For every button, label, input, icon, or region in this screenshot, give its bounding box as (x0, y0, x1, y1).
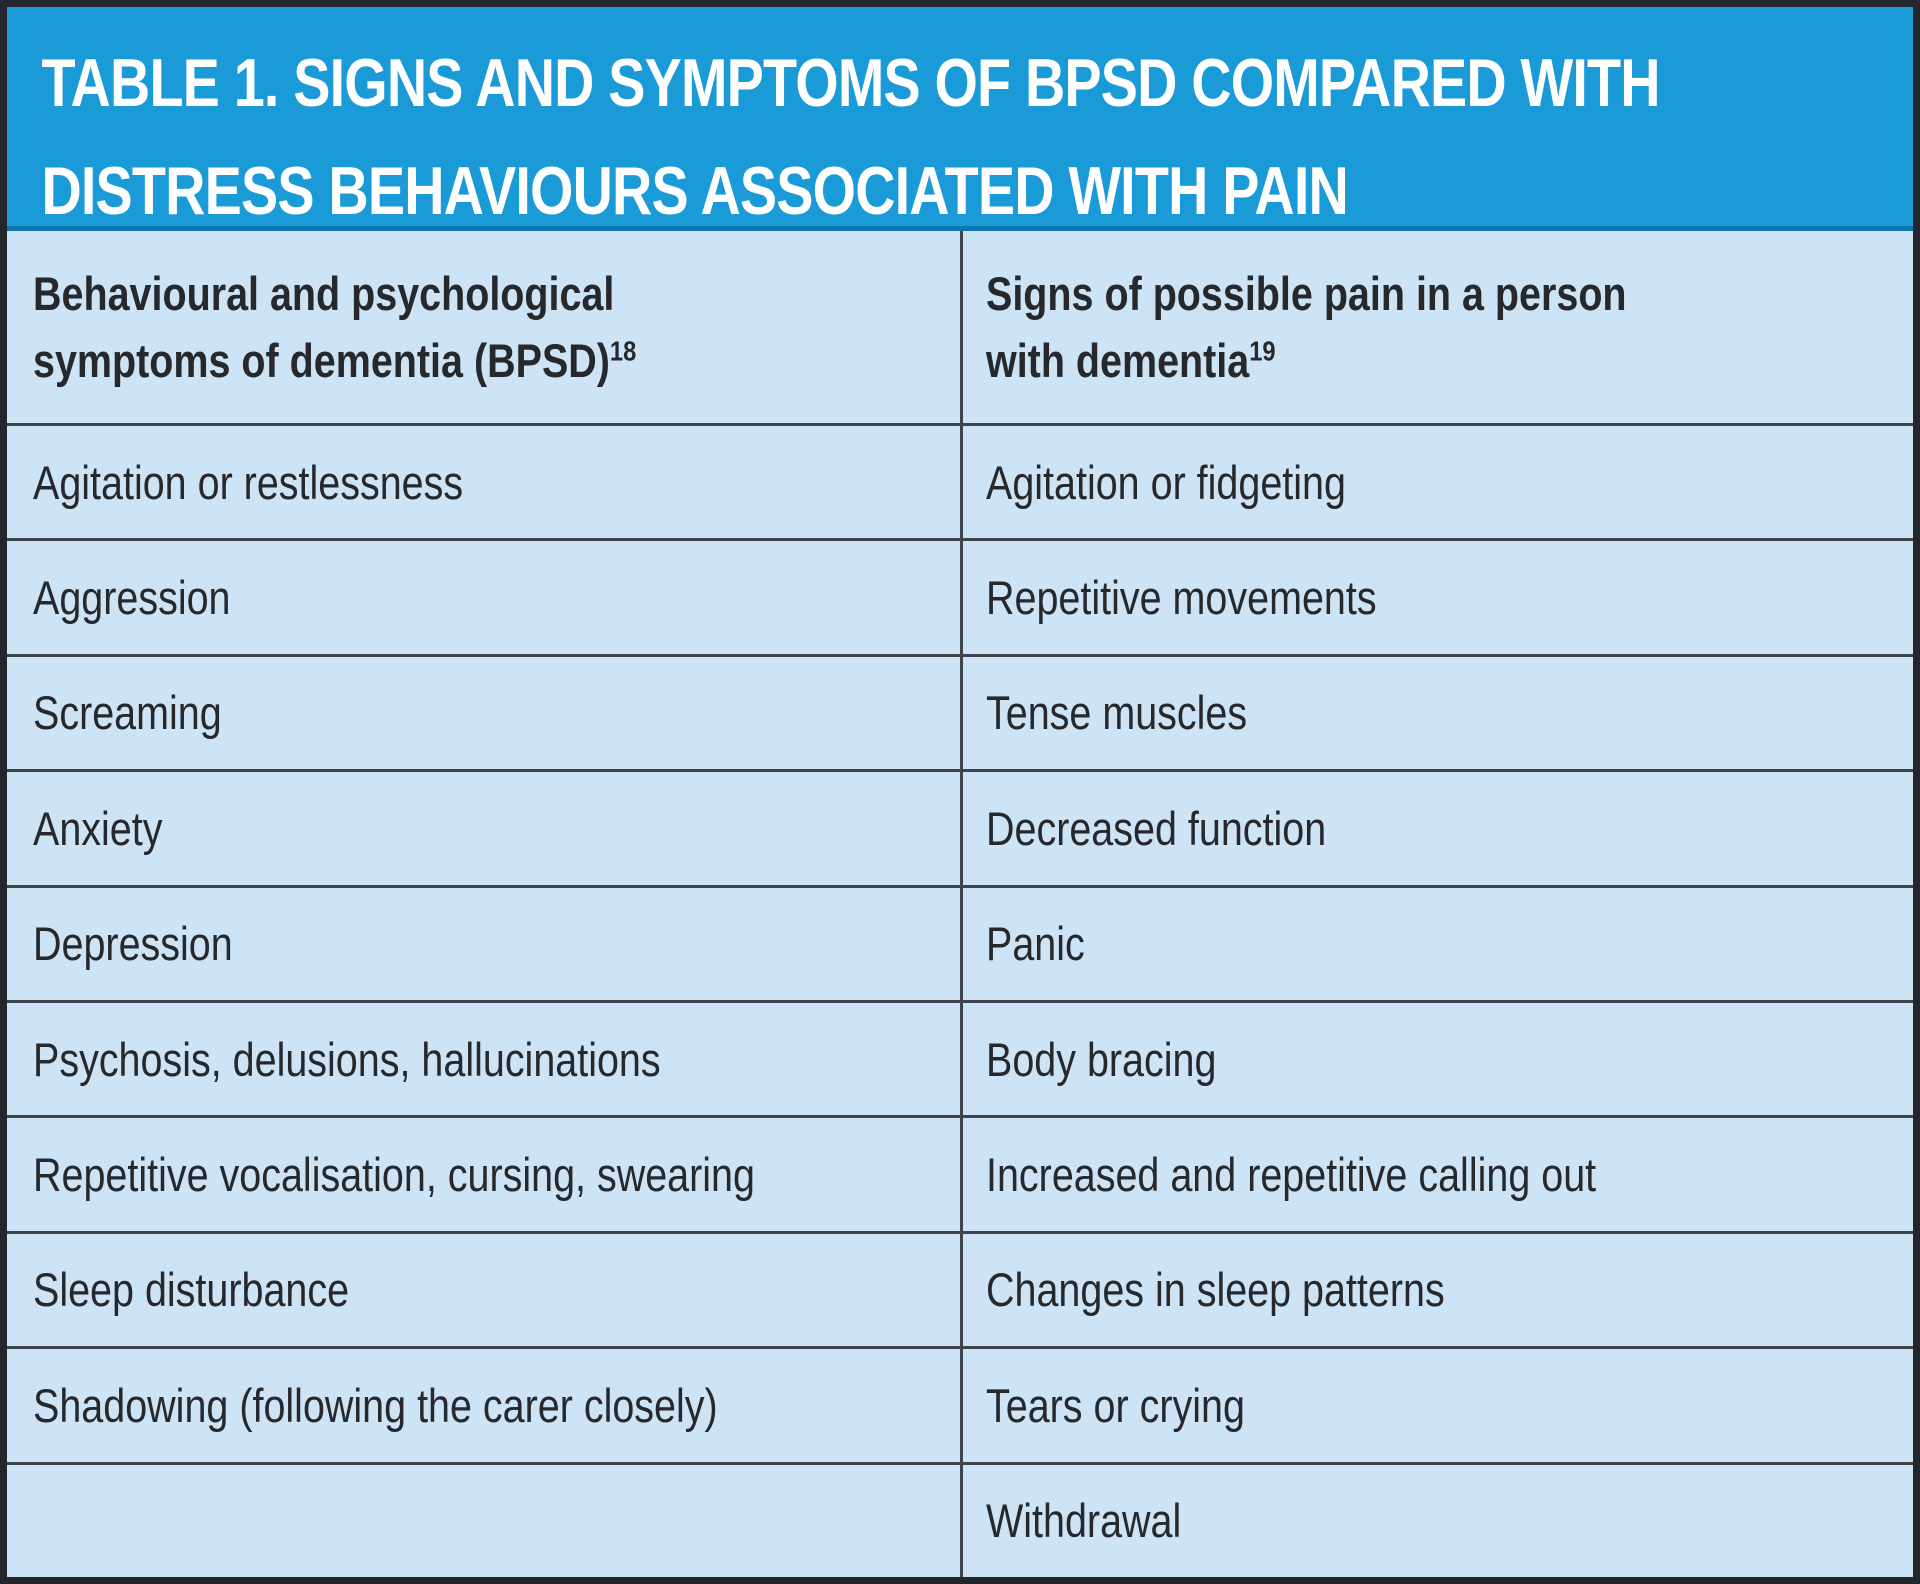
reference-superscript-19: 19 (1249, 334, 1276, 367)
table-row-8-bpsd-cell: Sleep disturbance (7, 1230, 960, 1347)
cell-text: Sleep disturbance (33, 1263, 350, 1317)
column-header-pain-line1: Signs of possible pain in a person (986, 267, 1627, 320)
column-header-pain: Signs of possible pain in a person with … (960, 231, 1913, 423)
table-row-3-pain-cell: Tense muscles (960, 653, 1913, 770)
table-title: TABLE 1. SIGNS AND SYMPTOMS OF BPSD COMP… (7, 7, 1660, 229)
column-header-bpsd-line2: symptoms of dementia (BPSD)18 (33, 334, 637, 387)
table-row-3-bpsd-cell: Screaming (7, 653, 960, 770)
cell-text: Body bracing (986, 1032, 1217, 1086)
table-row-5-pain-cell: Panic (960, 884, 1913, 1000)
cell-text: Agitation or restlessness (33, 455, 464, 509)
cell-text: Withdrawal (986, 1494, 1182, 1548)
comparison-table: Behavioural and psychological symptoms o… (7, 231, 1913, 1577)
table-title-line1: TABLE 1. SIGNS AND SYMPTOMS OF BPSD COMP… (41, 45, 1660, 121)
column-header-bpsd-line1: Behavioural and psychological (33, 267, 615, 320)
table-row-4-pain-cell: Decreased function (960, 769, 1913, 885)
table-row-7-bpsd-cell: Repetitive vocalisation, cursing, sweari… (7, 1115, 960, 1231)
table-row-7-pain-cell: Increased and repetitive calling out (960, 1115, 1913, 1231)
cell-text: Repetitive vocalisation, cursing, sweari… (33, 1148, 755, 1202)
column-header-bpsd-text: Behavioural and psychological symptoms o… (33, 260, 812, 394)
table-row-8-pain-cell: Changes in sleep patterns (960, 1230, 1913, 1347)
table-row-2-bpsd-cell: Aggression (7, 538, 960, 654)
cell-text: Changes in sleep patterns (986, 1263, 1445, 1317)
cell-text: Psychosis, delusions, hallucinations (33, 1032, 661, 1086)
table-title-band: TABLE 1. SIGNS AND SYMPTOMS OF BPSD COMP… (7, 7, 1913, 231)
cell-text: Anxiety (33, 801, 163, 855)
cell-text: Decreased function (986, 801, 1327, 855)
column-header-bpsd: Behavioural and psychological symptoms o… (7, 231, 960, 423)
column-header-pain-line2: with dementia19 (986, 334, 1276, 387)
table-row-6-pain-cell: Body bracing (960, 1000, 1913, 1116)
cell-text: Panic (986, 917, 1085, 971)
table-row-1-pain-cell: Agitation or fidgeting (960, 423, 1913, 539)
reference-superscript-18: 18 (609, 334, 637, 367)
table-row-5-bpsd-cell: Depression (7, 884, 960, 1000)
table-row-2-pain-cell: Repetitive movements (960, 538, 1913, 654)
cell-text: Depression (33, 917, 233, 971)
cell-text: Agitation or fidgeting (986, 455, 1346, 509)
cell-text: Screaming (33, 686, 222, 740)
table-row-4-bpsd-cell: Anxiety (7, 769, 960, 885)
cell-text: Aggression (33, 571, 231, 625)
table-row-10-bpsd-cell-empty (7, 1461, 960, 1577)
cell-text: Tense muscles (986, 686, 1248, 740)
table-title-line2: DISTRESS BEHAVIOURS ASSOCIATED WITH PAIN (41, 153, 1349, 229)
cell-text: Repetitive movements (986, 571, 1377, 625)
table-row-9-pain-cell: Tears or crying (960, 1346, 1913, 1462)
column-header-pain-text: Signs of possible pain in a person with … (986, 260, 1765, 394)
cell-text: Tears or crying (986, 1378, 1245, 1432)
table-row-10-pain-cell: Withdrawal (960, 1461, 1913, 1577)
cell-text: Shadowing (following the carer closely) (33, 1378, 718, 1432)
table-row-9-bpsd-cell: Shadowing (following the carer closely) (7, 1346, 960, 1462)
table-row-1-bpsd-cell: Agitation or restlessness (7, 423, 960, 539)
table-row-6-bpsd-cell: Psychosis, delusions, hallucinations (7, 1000, 960, 1116)
cell-text: Increased and repetitive calling out (986, 1148, 1597, 1202)
